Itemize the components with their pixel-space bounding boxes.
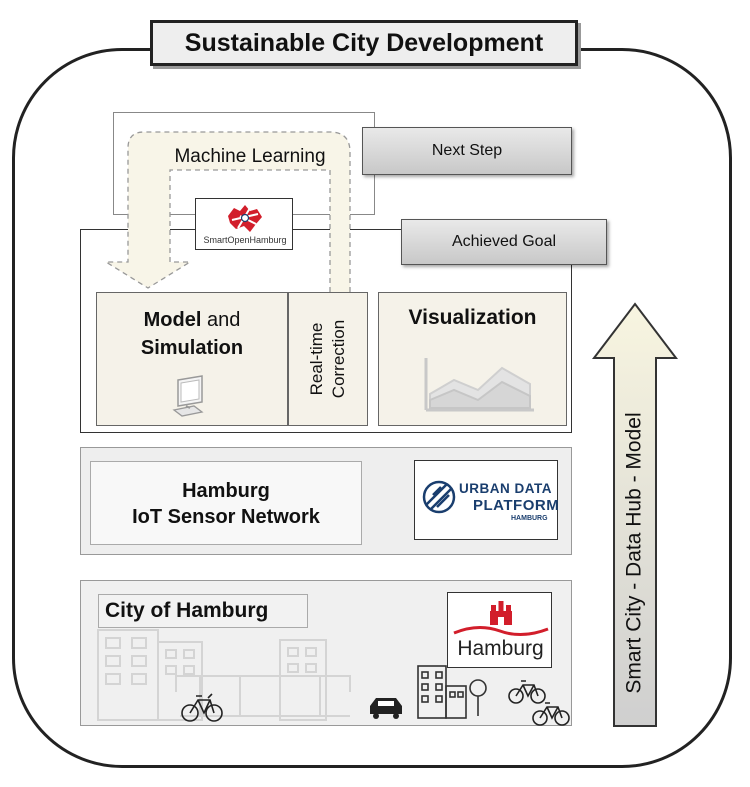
city-of-hamburg-label: City of Hamburg <box>98 594 308 628</box>
page-title-text: Sustainable City Development <box>184 28 544 57</box>
real-time-correction-text: Real-time Correction <box>288 292 368 426</box>
udp-line-1: URBAN DATA <box>459 481 552 496</box>
and-word: and <box>201 309 241 331</box>
achieved-goal-tag: Achieved Goal <box>401 219 607 265</box>
tree-icon <box>469 679 487 716</box>
model-word: Model <box>143 309 202 331</box>
city-label-text: City of Hamburg <box>105 599 269 622</box>
hamburg-wave-icon <box>453 626 549 636</box>
side-arrow-label: Smart City - Data Hub - Model <box>615 380 655 726</box>
bicycle-icon <box>508 680 570 726</box>
car-icon <box>370 698 402 719</box>
page-title: Sustainable City Development <box>150 20 578 66</box>
smart-open-hamburg-text: SmartOpenHamburg <box>203 235 287 245</box>
area-chart-icon <box>424 358 534 412</box>
udp-line-2: PLATFORM <box>473 497 560 514</box>
hamburg-castle-icon <box>490 601 512 625</box>
bicycle-icon <box>181 693 223 722</box>
udp-line-3: HAMBURG <box>511 515 548 522</box>
visualization-label: Visualization <box>408 306 537 329</box>
hamburg-logo-text: Hamburg <box>457 637 544 660</box>
building-icon <box>417 665 467 719</box>
globe-icon <box>422 480 456 514</box>
iot-line-2: IoT Sensor Network <box>132 506 320 528</box>
urban-data-platform-logo: URBAN DATA PLATFORM HAMBURG <box>414 460 560 540</box>
iot-sensor-box <box>90 461 362 545</box>
hamburg-logo: Hamburg <box>447 592 552 668</box>
model-simulation-box <box>96 292 288 426</box>
iot-line-1: Hamburg <box>182 480 270 502</box>
achieved-goal-label: Achieved Goal <box>451 233 557 250</box>
real-time-correction-box <box>288 292 368 426</box>
side-arrow-text: Smart City - Data Hub - Model <box>623 412 646 694</box>
iot-sensor-label: Hamburg IoT Sensor Network <box>90 478 362 530</box>
next-step-label: Next Step <box>431 142 503 159</box>
next-step-tag: Next Step <box>362 127 572 175</box>
model-simulation-label: Model and Simulation <box>96 306 288 362</box>
simulation-word: Simulation <box>140 337 244 359</box>
upward-arrow <box>591 302 679 727</box>
real-time-line: Real-time <box>306 322 326 396</box>
machine-learning-label: Machine Learning <box>174 146 326 167</box>
correction-line: Correction <box>328 319 348 399</box>
computer-icon <box>172 375 204 417</box>
hamburg-map-icon <box>228 205 262 232</box>
city-objects <box>181 665 570 726</box>
smart-open-hamburg-logo: SmartOpenHamburg <box>195 198 293 250</box>
